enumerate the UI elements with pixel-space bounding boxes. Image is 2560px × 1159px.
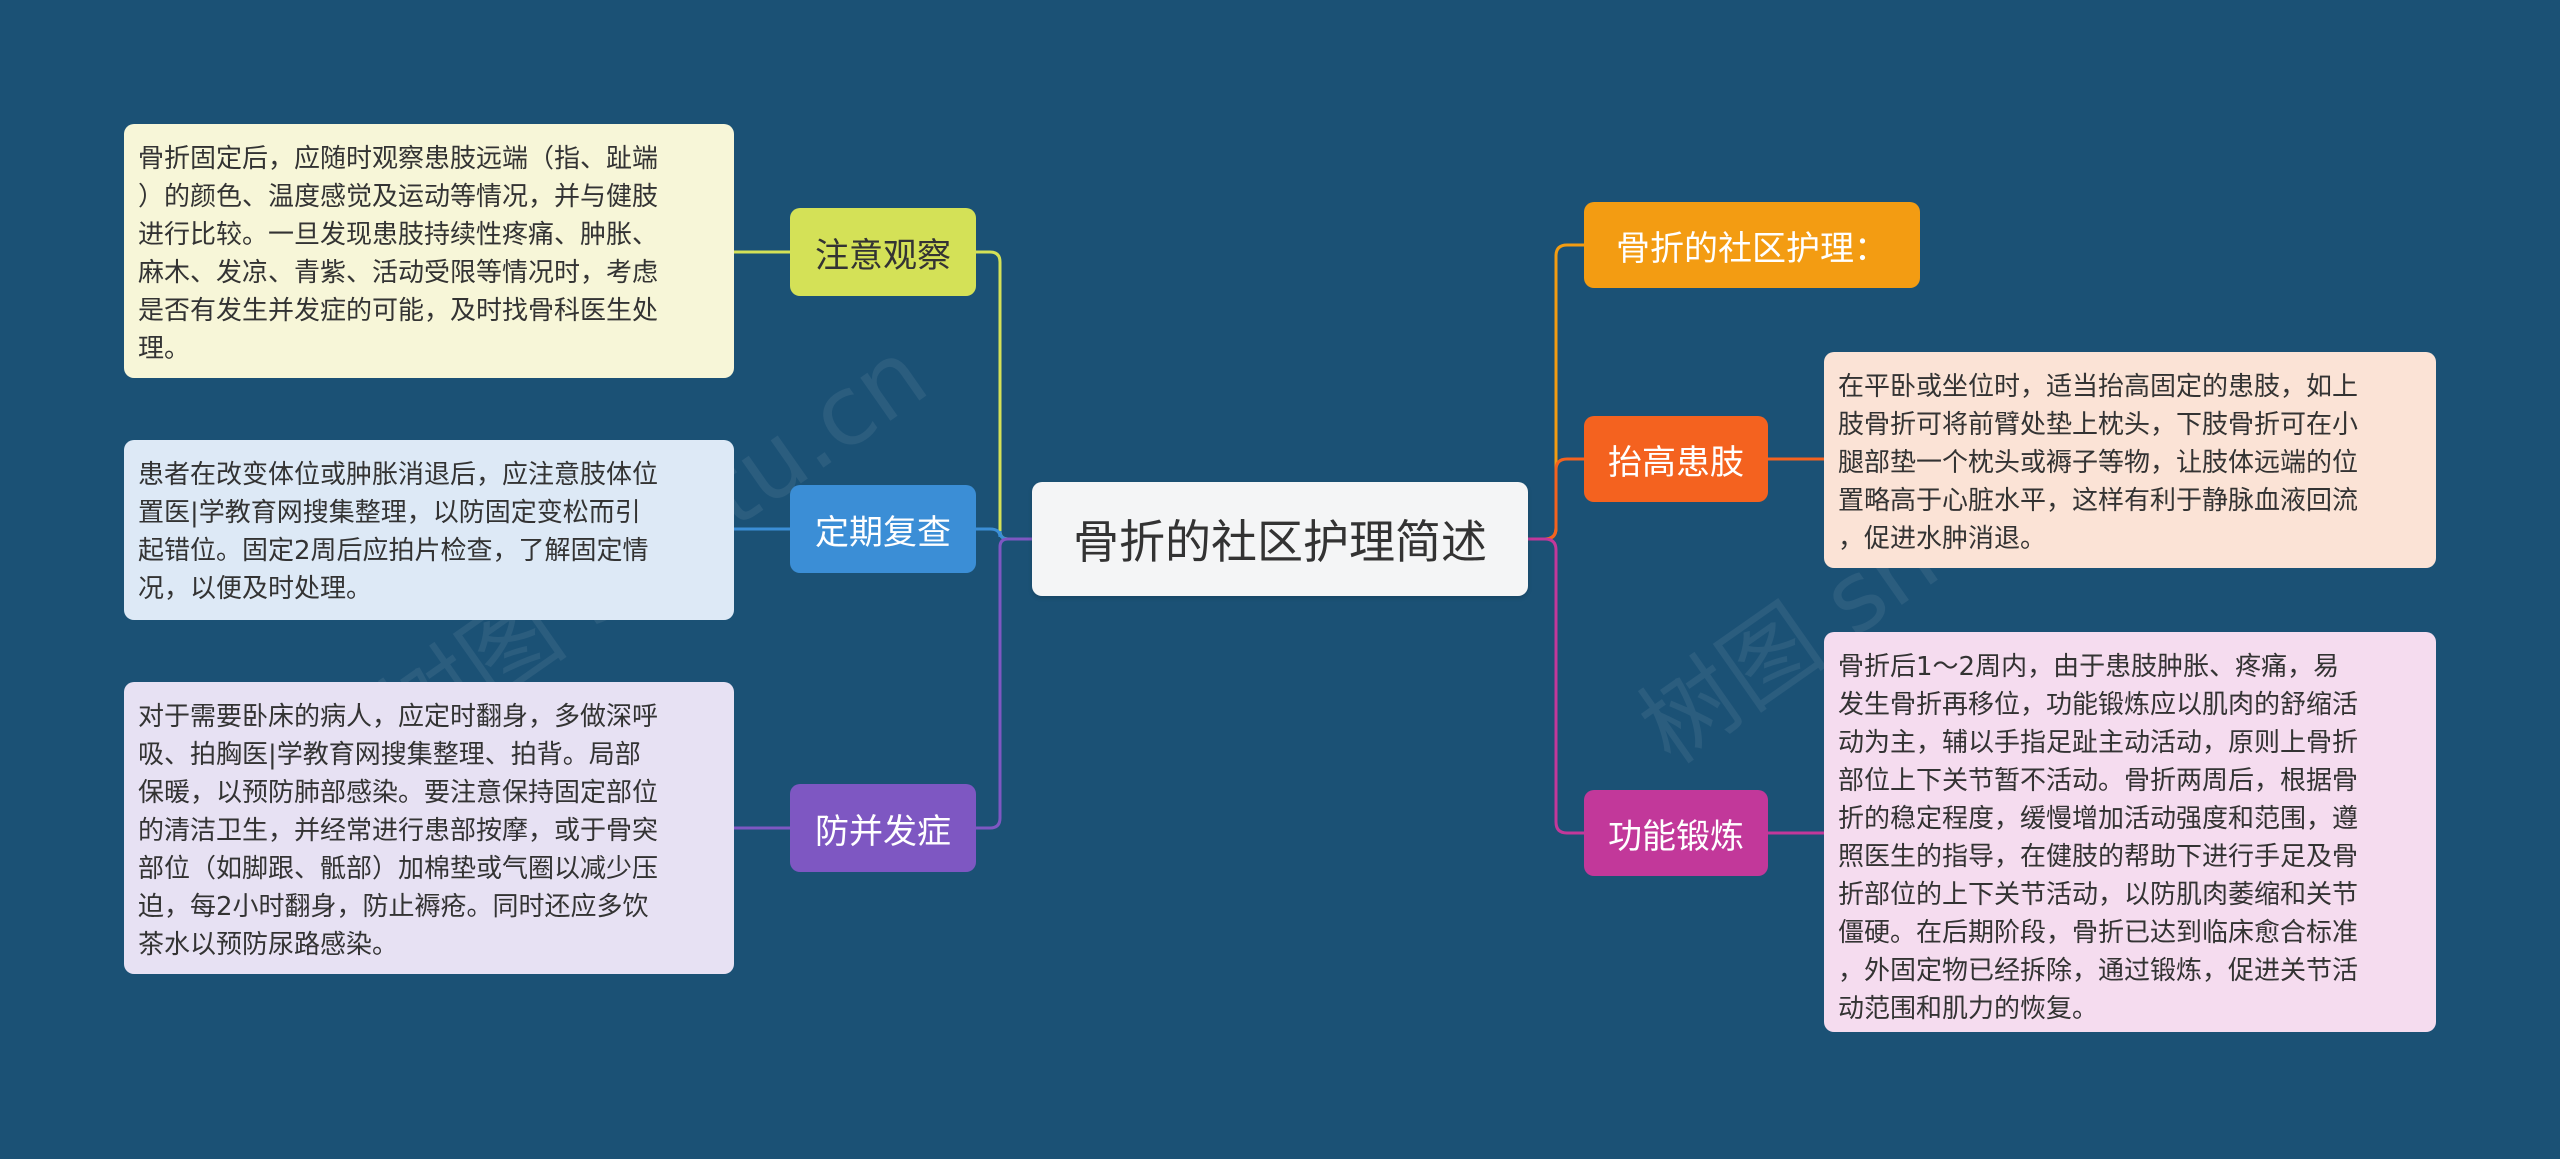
connector-observe bbox=[976, 250, 1032, 541]
connector-prevent bbox=[976, 537, 1032, 830]
prevent-detail: 对于需要卧床的病人，应定时翻身，多做深呼 吸、拍胸医|学教育网搜集整理、拍背。局… bbox=[124, 682, 734, 974]
connector-elevate bbox=[1528, 457, 1584, 541]
branch-exercise[interactable]: 功能锻炼 bbox=[1584, 790, 1768, 876]
branch-recheck[interactable]: 定期复查 bbox=[790, 485, 976, 573]
branch-community-care-title[interactable]: 骨折的社区护理： bbox=[1584, 202, 1920, 288]
branch-elevate[interactable]: 抬高患肢 bbox=[1584, 416, 1768, 502]
exercise-detail: 骨折后1～2周内，由于患肢肿胀、疼痛，易 发生骨折再移位，功能锻炼应以肌肉的舒缩… bbox=[1824, 632, 2436, 1032]
elevate-detail: 在平卧或坐位时，适当抬高固定的患肢，如上 肢骨折可将前臂处垫上枕头，下肢骨折可在… bbox=[1824, 352, 2436, 568]
recheck-detail: 患者在改变体位或肿胀消退后，应注意肢体位 置医|学教育网搜集整理，以防固定变松而… bbox=[124, 440, 734, 620]
root-topic[interactable]: 骨折的社区护理简述 bbox=[1032, 482, 1528, 596]
observe-detail: 骨折固定后，应随时观察患肢远端（指、趾端 ）的颜色、温度感觉及运动等情况，并与健… bbox=[124, 124, 734, 378]
branch-observe[interactable]: 注意观察 bbox=[790, 208, 976, 296]
branch-prevent[interactable]: 防并发症 bbox=[790, 784, 976, 872]
connector-exercise bbox=[1528, 537, 1584, 835]
